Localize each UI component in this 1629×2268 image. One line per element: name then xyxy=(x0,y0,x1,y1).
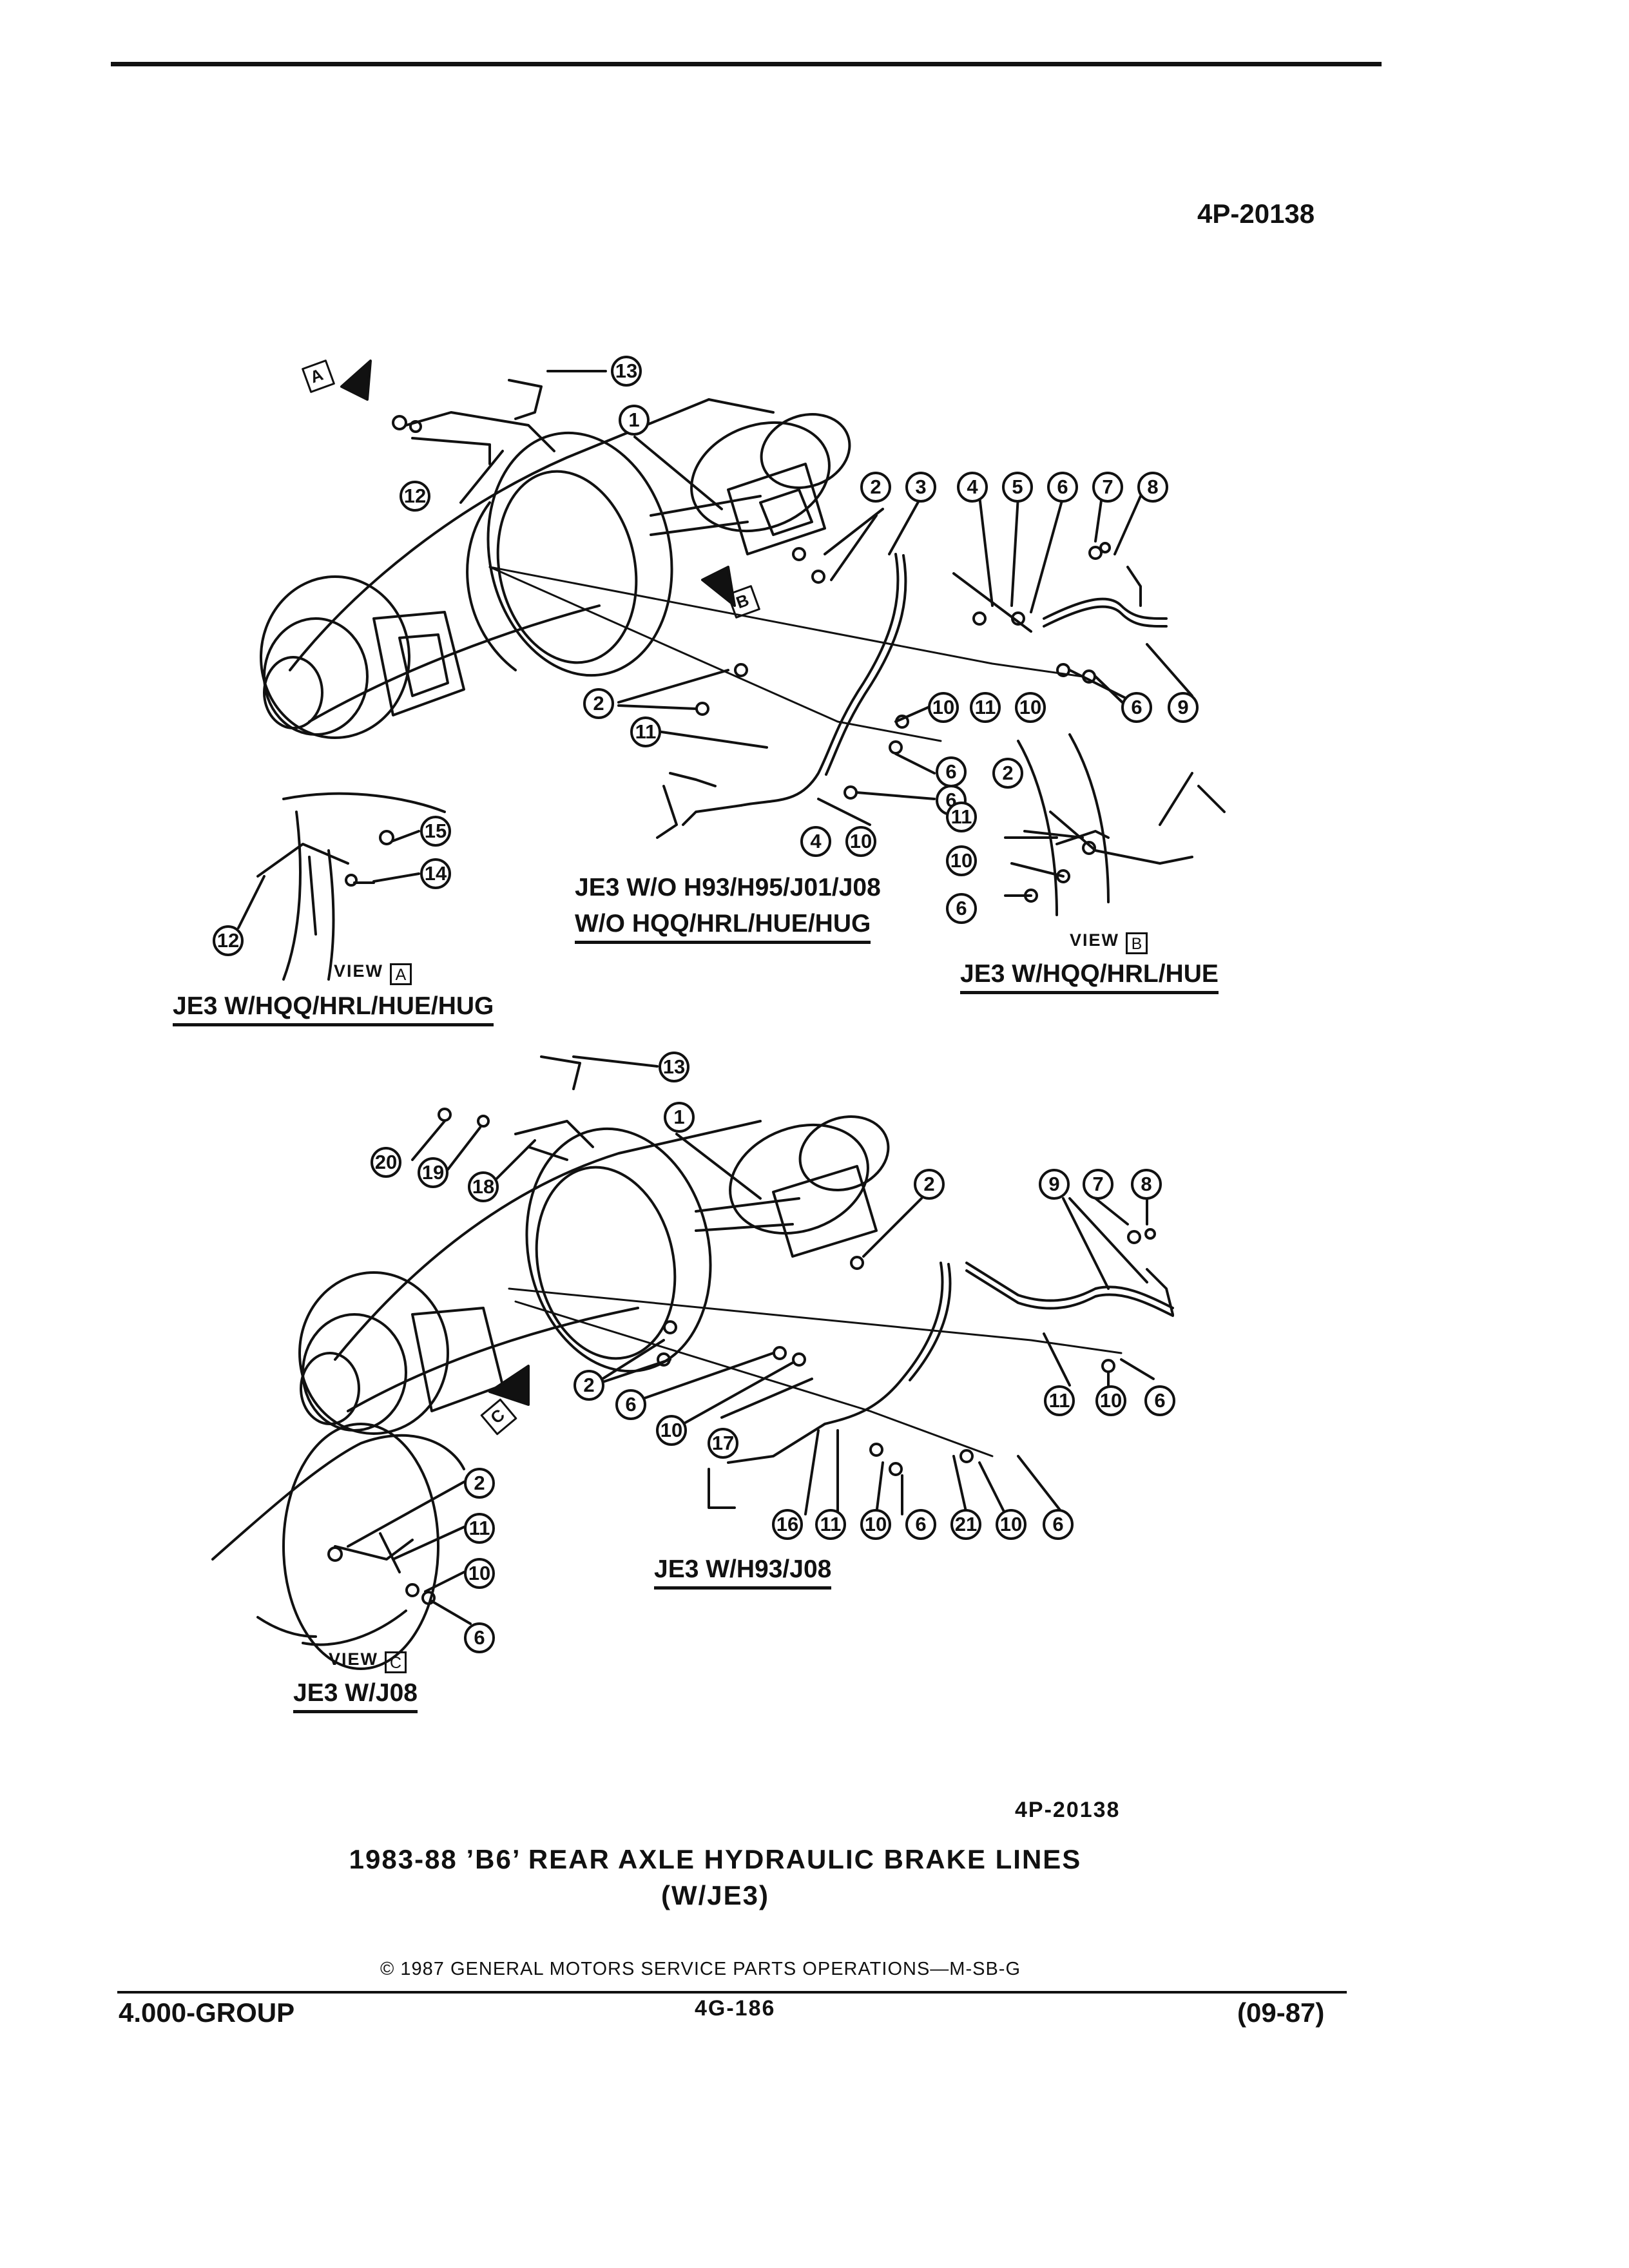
upper-caption-line2: W/O HQQ/HRL/HUE/HUG xyxy=(575,910,871,944)
view-c-label: VIEW C xyxy=(329,1649,407,1673)
callout: 7 xyxy=(1083,1169,1113,1200)
callout: 1 xyxy=(619,405,650,436)
callout: 2 xyxy=(464,1468,495,1499)
callout: 2 xyxy=(574,1370,604,1401)
callout: 4 xyxy=(957,472,988,503)
footer-group: 4.000-GROUP xyxy=(119,1997,295,2028)
callout: 11 xyxy=(970,692,1001,723)
view-b-title: JE3 W/HQQ/HRL/HUE xyxy=(960,960,1219,994)
callout: 10 xyxy=(656,1415,687,1446)
callout: 6 xyxy=(905,1509,936,1540)
callout: 19 xyxy=(418,1157,448,1188)
callout: 2 xyxy=(583,688,614,719)
callout: 11 xyxy=(946,802,977,832)
view-letter-boxes xyxy=(302,360,760,1436)
callout: 5 xyxy=(1002,472,1033,503)
callout: 6 xyxy=(464,1622,495,1653)
view-c-detail xyxy=(211,1423,472,1670)
footer-rule xyxy=(117,1991,1347,1994)
callout: 11 xyxy=(1044,1385,1075,1416)
illustration-ref-bottom: 4P-20138 xyxy=(1015,1798,1121,1822)
footer-copyright: © 1987 GENERAL MOTORS SERVICE PARTS OPER… xyxy=(374,1959,1027,1980)
callout: 13 xyxy=(611,356,642,387)
lower-axle-assembly xyxy=(298,1055,1174,1515)
callout: 9 xyxy=(1168,692,1199,723)
callout: 20 xyxy=(371,1147,401,1178)
view-b-word: VIEW xyxy=(1070,930,1120,950)
callout: 11 xyxy=(630,716,661,747)
callout: 10 xyxy=(946,845,977,876)
callout: 6 xyxy=(1121,692,1152,723)
illustration-ref-top: 4P-20138 xyxy=(1197,198,1315,229)
view-b-label: VIEW B xyxy=(1070,930,1148,954)
view-a-word: VIEW xyxy=(334,961,384,981)
callout: 12 xyxy=(213,925,244,956)
callout: 13 xyxy=(659,1052,689,1082)
upper-axle-assembly xyxy=(260,370,1193,839)
callout: 3 xyxy=(905,472,936,503)
callout: 12 xyxy=(400,481,430,512)
view-arrows xyxy=(340,360,736,1406)
callout: 2 xyxy=(860,472,891,503)
callout: 10 xyxy=(928,692,959,723)
view-c-word: VIEW xyxy=(329,1649,379,1669)
callout: 10 xyxy=(845,826,876,857)
callout: 1 xyxy=(664,1102,695,1133)
callout: 4 xyxy=(800,826,831,857)
callout: 18 xyxy=(468,1171,499,1202)
figure-subtitle: (W/JE3) xyxy=(660,1880,769,1910)
callout: 6 xyxy=(936,756,967,787)
view-c-letter: C xyxy=(385,1651,407,1673)
view-b-detail xyxy=(1004,733,1226,916)
callout: 10 xyxy=(1015,692,1046,723)
top-rule xyxy=(111,62,1382,66)
view-a-detail xyxy=(237,792,446,981)
callout: 8 xyxy=(1131,1169,1162,1200)
callout: 16 xyxy=(772,1509,803,1540)
view-a-title: JE3 W/HQQ/HRL/HUE/HUG xyxy=(173,992,494,1026)
callout: 21 xyxy=(950,1509,981,1540)
callout: 10 xyxy=(860,1509,891,1540)
callout: 11 xyxy=(464,1513,495,1544)
figure-title: 1983-88 ’B6’ REAR AXLE HYDRAULIC BRAKE L… xyxy=(349,1844,1082,1874)
callout: 6 xyxy=(615,1389,646,1420)
callout: 6 xyxy=(1043,1509,1074,1540)
callout: 2 xyxy=(992,758,1023,789)
callout: 10 xyxy=(1095,1385,1126,1416)
callout: 11 xyxy=(815,1509,846,1540)
view-a-label: VIEW A xyxy=(334,961,412,985)
callout: 14 xyxy=(420,858,451,889)
callout: 15 xyxy=(420,816,451,847)
callout: 6 xyxy=(1144,1385,1175,1416)
callout: 9 xyxy=(1039,1169,1070,1200)
view-c-title: JE3 W/J08 xyxy=(293,1679,418,1713)
callout: 6 xyxy=(946,893,977,924)
callout: 17 xyxy=(708,1428,738,1459)
view-a-letter: A xyxy=(390,963,412,985)
footer-date: (09-87) xyxy=(1237,1997,1325,2028)
callout: 6 xyxy=(1047,472,1078,503)
callout: 10 xyxy=(996,1509,1027,1540)
callout: 10 xyxy=(464,1558,495,1589)
footer-page-number: 4G-186 xyxy=(695,1996,776,2021)
upper-caption-line1: JE3 W/O H93/H95/J01/J08 xyxy=(575,874,881,901)
view-b-letter: B xyxy=(1126,932,1148,954)
callout: 8 xyxy=(1137,472,1168,503)
callout: 2 xyxy=(914,1169,945,1200)
callout: 7 xyxy=(1092,472,1123,503)
lower-caption: JE3 W/H93/J08 xyxy=(654,1555,832,1590)
